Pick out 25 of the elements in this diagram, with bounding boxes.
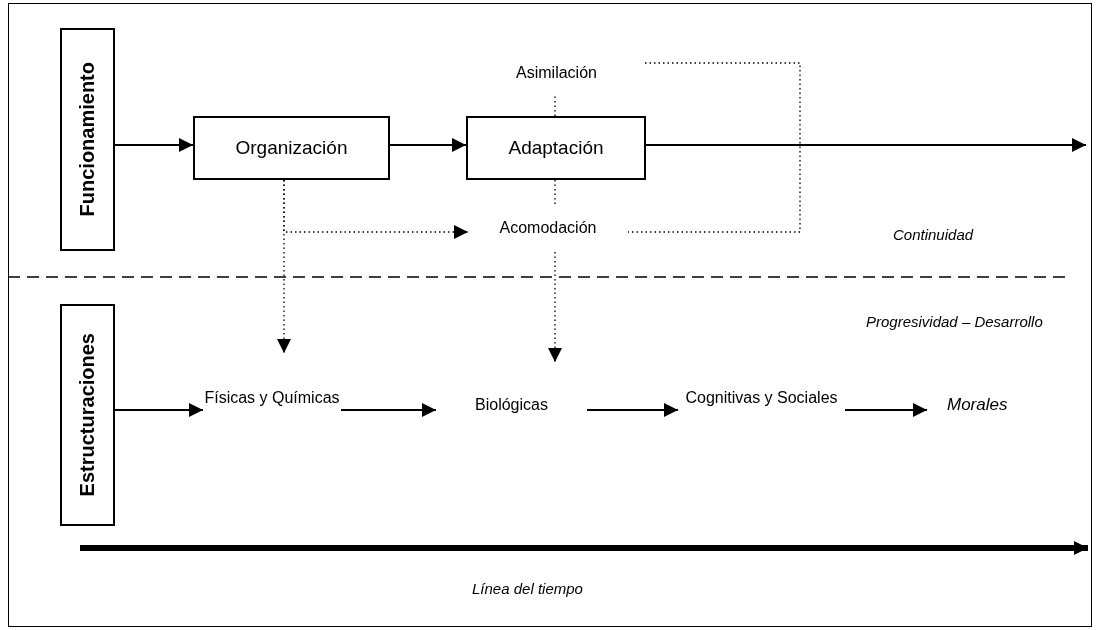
process-box: Organización — [193, 116, 390, 180]
arrow — [548, 251, 562, 363]
note-text: Continuidad — [893, 226, 974, 243]
arrow — [114, 138, 194, 152]
arrow — [340, 403, 437, 417]
text-label: Biológicas — [436, 362, 587, 448]
arrow — [844, 403, 928, 417]
connector-line — [554, 179, 556, 205]
arrow — [645, 138, 1087, 152]
text-label: Morales — [927, 362, 1057, 448]
process-box: Adaptación — [466, 116, 646, 180]
text-label: Físicas y Químicas — [203, 353, 341, 443]
text-label: Acomodación — [468, 204, 628, 252]
note-text: Línea del tiempo — [472, 580, 583, 597]
label-box: Estructuraciones — [60, 304, 115, 526]
arrow — [283, 179, 469, 239]
connector-line — [554, 94, 556, 117]
arrow — [389, 138, 467, 152]
arrow — [586, 403, 679, 417]
note-text: Progresividad – Desarrollo — [866, 313, 1043, 330]
text-label: Cognitivas y Sociales — [678, 353, 845, 443]
connector-line — [627, 62, 801, 233]
arrow — [114, 403, 204, 417]
label-box: Funcionamiento — [60, 28, 115, 251]
text-label: Asimilación — [468, 50, 645, 95]
